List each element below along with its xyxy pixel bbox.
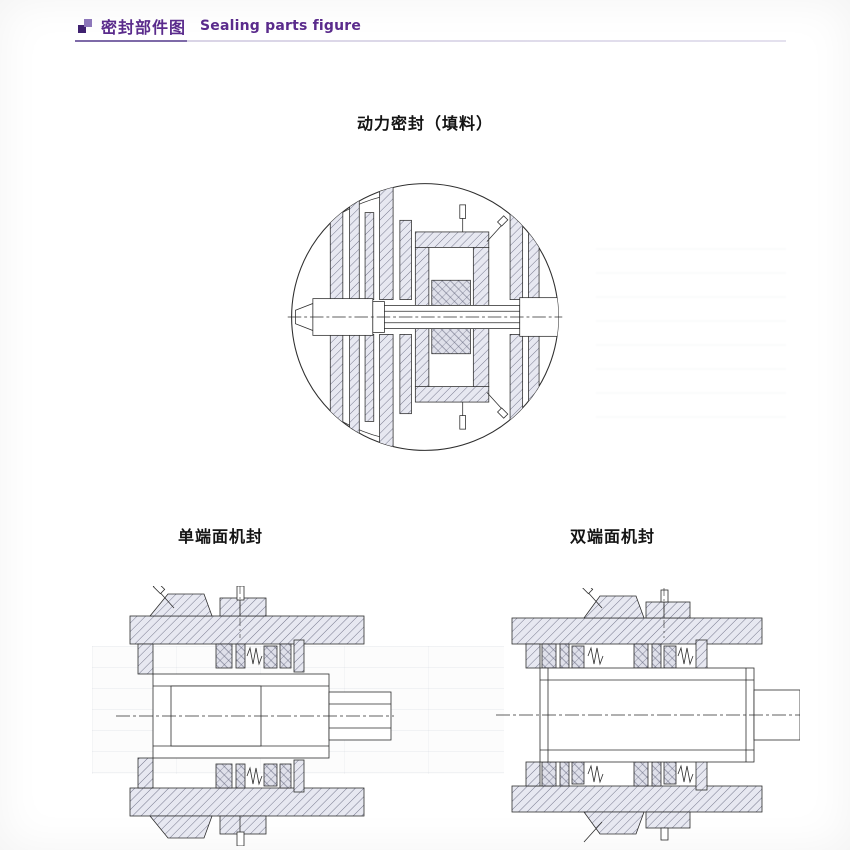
figure-caption-packing-seal: 动力密封（填料） — [356, 114, 493, 133]
header-title-en: Sealing parts figure — [200, 18, 362, 34]
single-mechanical-seal-figure — [116, 586, 394, 846]
figure-caption-single-seal: 单端面机封 — [177, 527, 263, 546]
double-mechanical-seal-drawing — [496, 588, 800, 843]
double-mechanical-seal-figure — [496, 588, 800, 846]
header-title-zh: 密封部件图 — [101, 18, 187, 37]
packing-seal-figure — [280, 172, 570, 462]
section-logo-icon — [78, 18, 94, 34]
figure-caption-double-seal: 双端面机封 — [569, 527, 655, 546]
single-mechanical-seal-drawing — [116, 586, 394, 846]
page-showthrough-right — [596, 248, 786, 424]
page-header: 密封部件图 Sealing parts figure — [78, 14, 361, 38]
packing-seal-drawing — [287, 183, 563, 451]
header-divider — [75, 40, 786, 42]
